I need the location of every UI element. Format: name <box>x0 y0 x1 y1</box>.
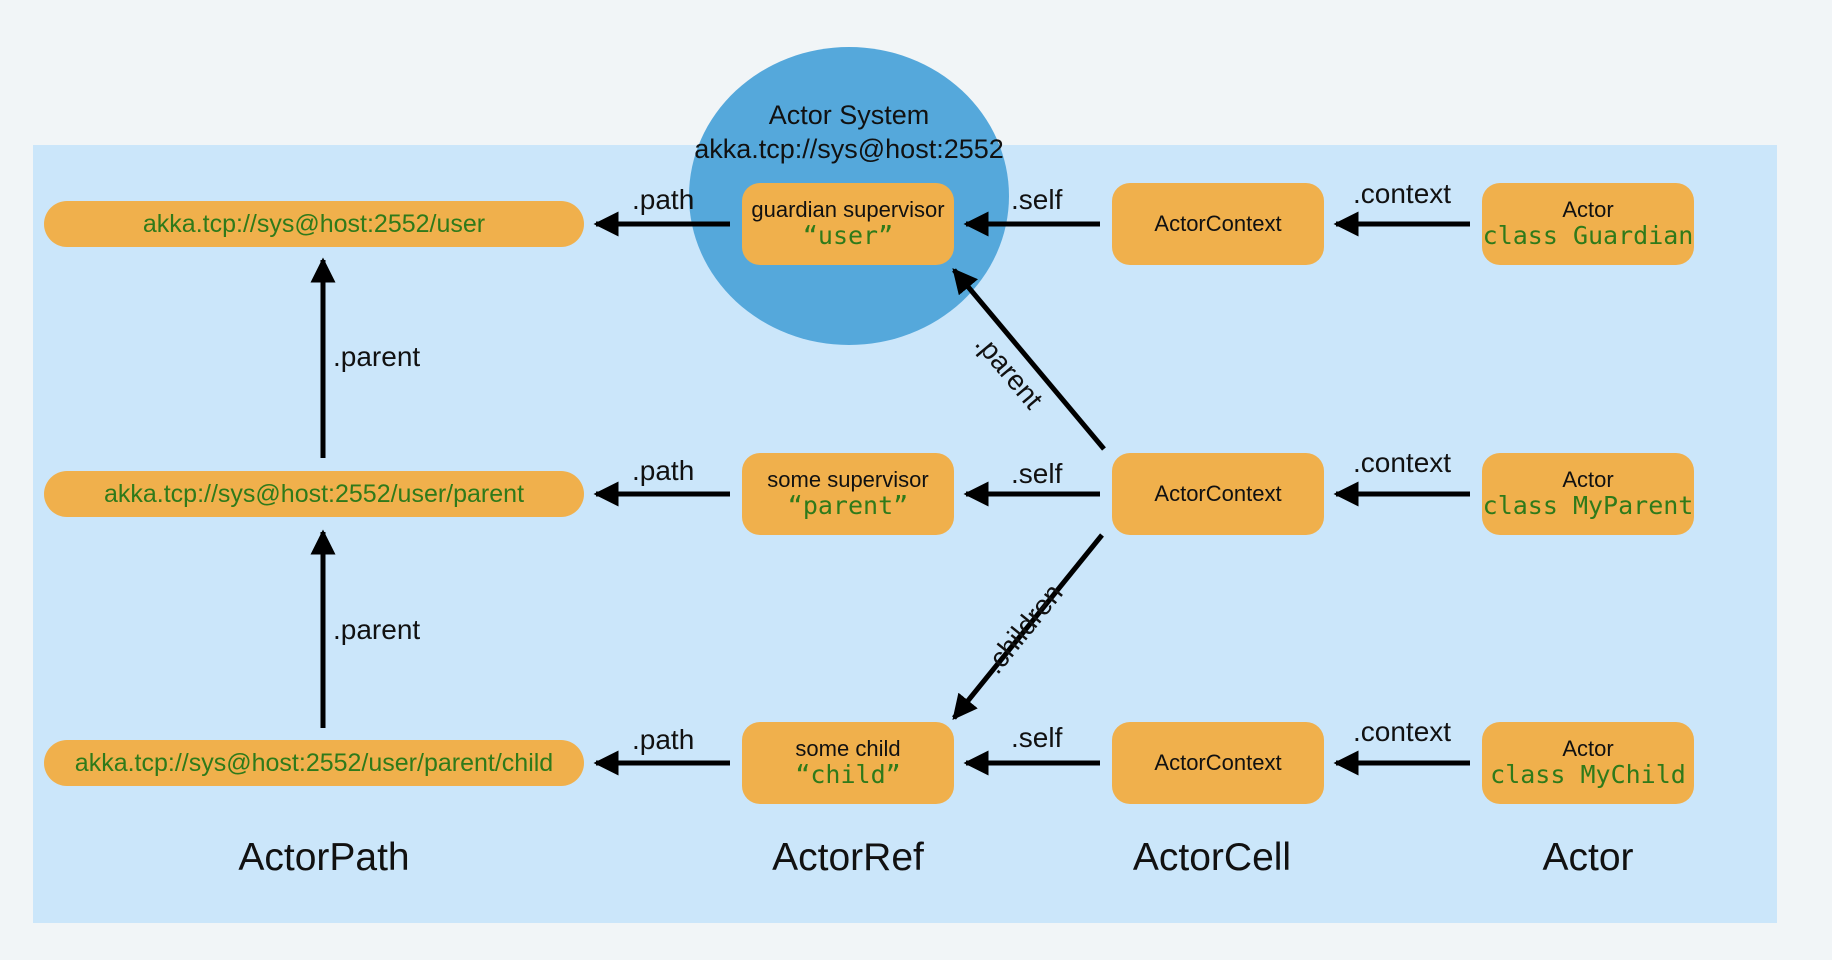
actor-ref-child: some child “child” <box>742 722 954 804</box>
actor-system-title: Actor System <box>768 100 930 130</box>
self-label-guardian: .self <box>1011 184 1063 215</box>
path-label-parent: .path <box>632 455 695 486</box>
actor-kind: Actor <box>1562 196 1614 222</box>
actor-path-child: akka.tcp://sys@host:2552/user/parent/chi… <box>44 740 584 786</box>
actor-guardian: Actor class Guardian <box>1482 183 1694 265</box>
self-label-parent: .self <box>1011 458 1063 489</box>
context-label-child: .context <box>1353 716 1452 747</box>
context-label-guardian: .context <box>1353 178 1452 209</box>
actor-cell-parent: ActorContext <box>1112 453 1324 535</box>
path-label-user: .path <box>632 184 695 215</box>
actor-class: class Guardian <box>1482 221 1694 251</box>
actor-ref-kind: some child <box>795 735 901 761</box>
actor-class: class MyChild <box>1490 760 1686 790</box>
actor-path-parent: akka.tcp://sys@host:2552/user/parent <box>44 471 584 517</box>
self-label-child: .self <box>1011 722 1063 753</box>
actor-kind: Actor <box>1562 735 1614 761</box>
actor-ref-name: “child” <box>795 760 901 790</box>
actor-ref-kind: some supervisor <box>767 466 929 492</box>
column-label-actor: Actor <box>1542 836 1634 879</box>
column-label-actor-path: ActorPath <box>238 836 410 879</box>
path-label-child: .path <box>632 724 695 755</box>
actor-ref-name: “user” <box>802 221 894 251</box>
actor-system-address: akka.tcp://sys@host:2552 <box>694 134 1004 164</box>
actor-ref-kind: guardian supervisor <box>751 196 945 222</box>
parent-label-path-lower: .parent <box>333 614 421 645</box>
actor-ref-user: guardian supervisor “user” <box>742 183 954 265</box>
actor-child: Actor class MyChild <box>1482 722 1694 804</box>
actor-cell-guardian: ActorContext <box>1112 183 1324 265</box>
actor-parent: Actor class MyParent <box>1482 453 1694 535</box>
actor-cell-child: ActorContext <box>1112 722 1324 804</box>
context-label-parent: .context <box>1353 447 1452 478</box>
actor-ref-parent: some supervisor “parent” <box>742 453 954 535</box>
actor-kind: Actor <box>1562 466 1614 492</box>
children-arrow-cell <box>952 533 1104 720</box>
column-label-actor-ref: ActorRef <box>772 836 924 879</box>
column-label-actor-cell: ActorCell <box>1132 836 1292 879</box>
actor-path-user: akka.tcp://sys@host:2552/user <box>44 201 584 247</box>
parent-label-path-upper: .parent <box>333 341 421 372</box>
parent-arrow-cell <box>952 268 1106 451</box>
actor-ref-name: “parent” <box>787 491 909 521</box>
actor-class: class MyParent <box>1482 491 1694 521</box>
